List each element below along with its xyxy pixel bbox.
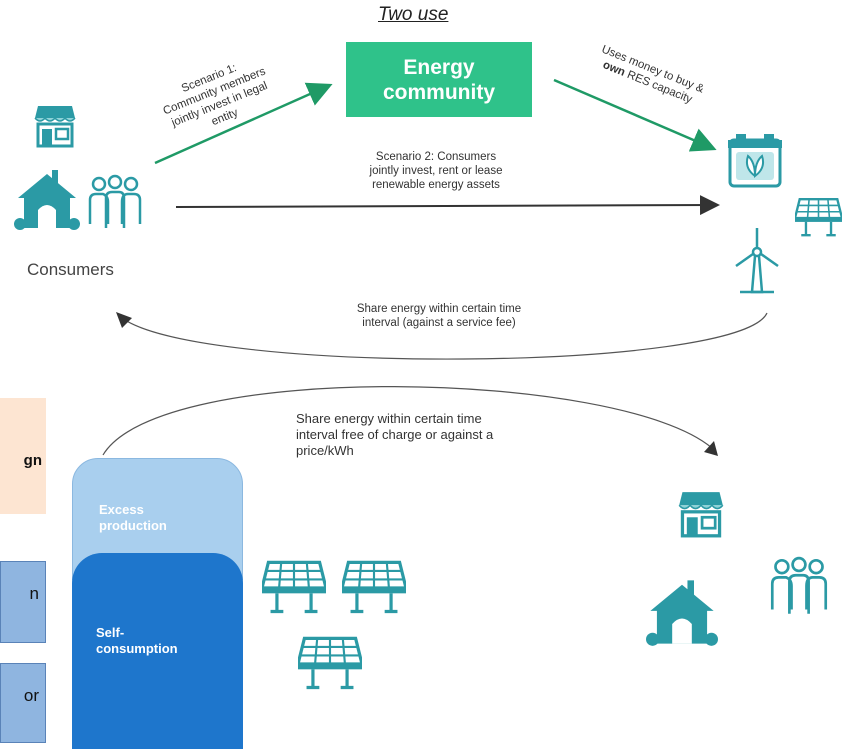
people-icon [88,174,142,228]
arrow-share-free [102,386,713,456]
share-service-label: Share energy within certain time interva… [356,303,522,329]
arrow-scenario2 [175,195,720,216]
solar-panel-icon-1 [262,560,326,614]
solar-battery-icon [728,134,782,188]
consumers-label: Consumers [27,260,114,279]
scenario2-label: Scenario 2: Consumers jointly invest, re… [369,151,503,191]
self-consumption-block: Self-consumption [72,553,243,749]
diagram-title: Two use [378,4,449,25]
energy-community-line1: Energy [403,55,475,79]
people-icon-bottom [770,556,828,614]
solar-panel-icon-2 [342,560,406,614]
wind-turbine-icon [735,228,779,294]
side-panel-blue-1: n [0,561,46,643]
energy-community-line2: community [382,80,495,104]
arrow-scenario1 [154,82,333,165]
side-panel-peach: gn [0,398,46,514]
side-panel-blue-2: or [0,663,46,743]
shop-icon [34,106,76,148]
shop-icon-bottom [678,492,724,538]
arrow-share-service [121,312,768,360]
arrow-uses-money [553,78,717,152]
solar-panel-icon-3 [298,636,362,690]
house-icon [14,170,80,230]
energy-community-box: Energy community [346,42,532,117]
share-free-label: Share energy within certain time interva… [296,411,494,458]
house-icon-bottom [646,580,718,646]
solar-panel-icon [795,198,842,237]
